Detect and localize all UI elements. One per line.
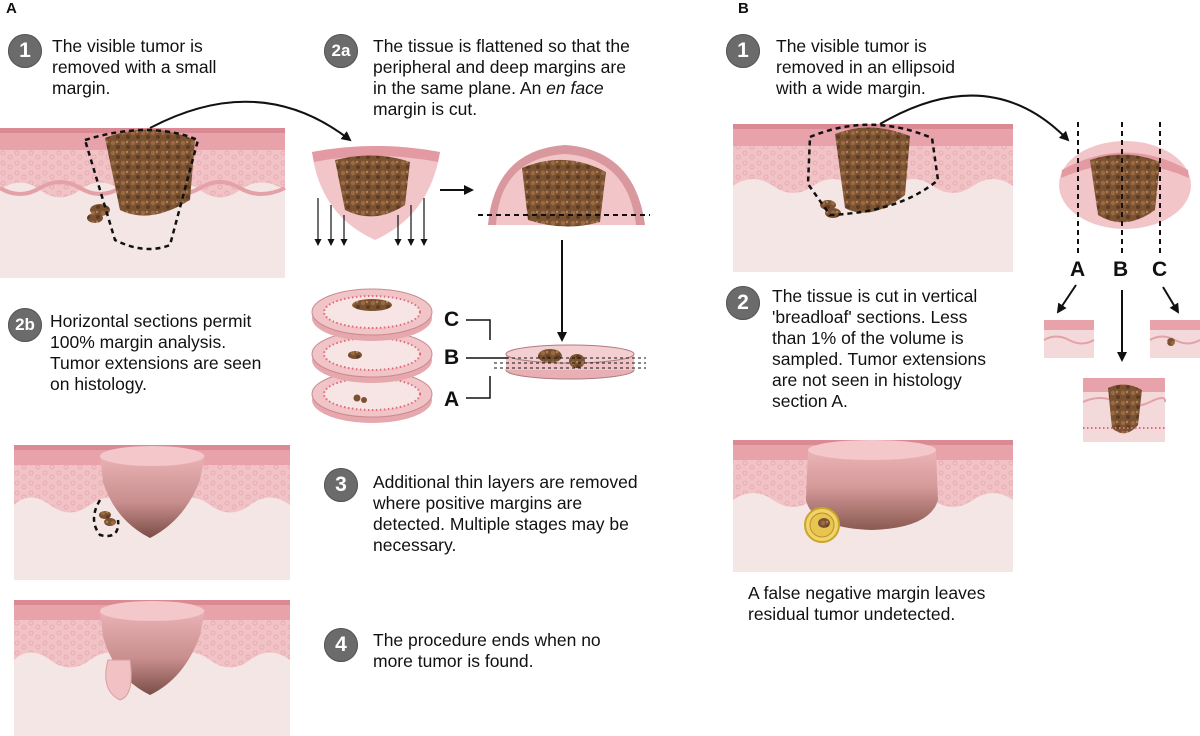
- panel-letter-a: A: [6, 0, 17, 17]
- step-text-a2a: The tissue is flattened so that the peri…: [373, 36, 630, 119]
- histology-section-b: [1082, 378, 1167, 442]
- skin-block-b2: [733, 440, 1013, 572]
- step-text-a1: The visible tumor is removed with a smal…: [52, 36, 217, 98]
- flat-disc-section: [494, 344, 646, 380]
- step-badge-a2a: 2a: [324, 34, 358, 68]
- panel-letter-b: B: [738, 0, 749, 17]
- skin-block-a3: [14, 445, 290, 580]
- step-text-a3: Additional thin layers are removed where…: [373, 472, 638, 555]
- cut-label-c: C: [1152, 258, 1168, 281]
- flattened-specimen: [478, 145, 650, 227]
- step-text-a4: The procedure ends when no more tumor is…: [373, 630, 601, 671]
- step-text-b1: The visible tumor is removed in an ellip…: [776, 36, 955, 98]
- skin-block-a1: [0, 128, 286, 278]
- layer-label-c: C: [444, 308, 460, 331]
- skin-block-a4: [14, 600, 290, 736]
- layer-label-b: B: [444, 346, 460, 369]
- ellipsoid-specimen: [1059, 122, 1191, 255]
- step-text-a2b: Horizontal sections permit 100% margin a…: [50, 311, 262, 394]
- arrow-to-section-c: [1162, 286, 1180, 314]
- excised-specimen-cone: [312, 146, 440, 246]
- step-badge-a3: 3: [324, 468, 358, 502]
- step-badge-b1: 1: [726, 34, 760, 68]
- histology-section-a: [1043, 320, 1095, 358]
- step-badge-a4: 4: [324, 628, 358, 662]
- step-text-b2: The tissue is cut in vertical 'breadloaf…: [772, 286, 986, 411]
- cut-label-b: B: [1113, 258, 1129, 281]
- step-badge-b2: 2: [726, 286, 760, 320]
- skin-block-b1: [733, 123, 1013, 272]
- histology-section-c: [1149, 320, 1200, 358]
- arrow-a1-to-2a: [149, 100, 352, 142]
- false-negative-note: A false negative margin leaves residual …: [748, 583, 986, 624]
- step-badge-a1: 1: [8, 34, 42, 68]
- arrow-to-section-a: [1056, 284, 1077, 314]
- horizontal-section-discs: [311, 288, 508, 423]
- layer-label-a: A: [444, 388, 460, 411]
- cut-label-a: A: [1070, 258, 1086, 281]
- step-badge-a2b: 2b: [8, 308, 42, 342]
- arrow-b1-to-ellipsoid: [879, 94, 1070, 142]
